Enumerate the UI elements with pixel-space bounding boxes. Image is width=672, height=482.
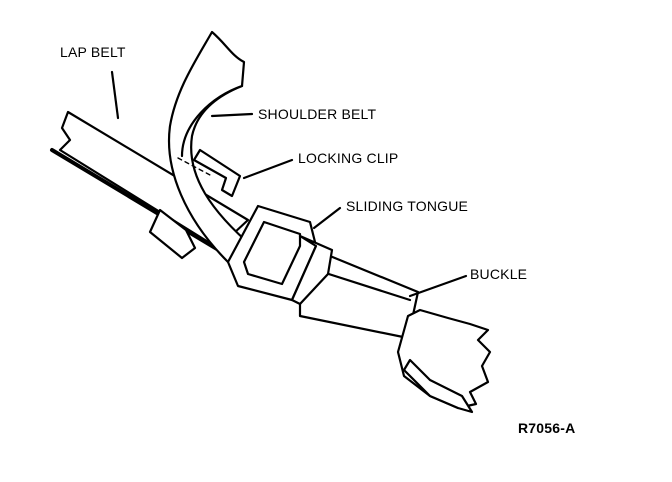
- sliding-tongue-plate: [290, 234, 334, 306]
- leader-buckle: [408, 274, 468, 298]
- label-sliding-tongue: SLIDING TONGUE: [346, 198, 469, 214]
- lower-clip-plate: [148, 208, 197, 260]
- leader-locking-clip: [242, 158, 294, 180]
- label-locking-clip: LOCKING CLIP: [298, 150, 399, 166]
- leader-sliding-tongue: [312, 206, 342, 230]
- sliding-tongue-opening: [242, 220, 302, 286]
- leader-lap-belt: [110, 70, 120, 120]
- buckle-webbing-lower: [402, 358, 474, 414]
- lap-belt-edge: [50, 148, 224, 254]
- locking-clip-part: [192, 148, 242, 198]
- locking-clip-dash: [177, 157, 213, 177]
- shoulder-belt-inner-edge: [180, 84, 244, 158]
- label-lap-belt: LAP BELT: [60, 44, 126, 60]
- figure-code: R7056-A: [518, 420, 576, 436]
- label-shoulder-belt: SHOULDER BELT: [258, 106, 377, 122]
- label-buckle: BUCKLE: [470, 266, 528, 282]
- leader-shoulder-belt: [210, 112, 254, 118]
